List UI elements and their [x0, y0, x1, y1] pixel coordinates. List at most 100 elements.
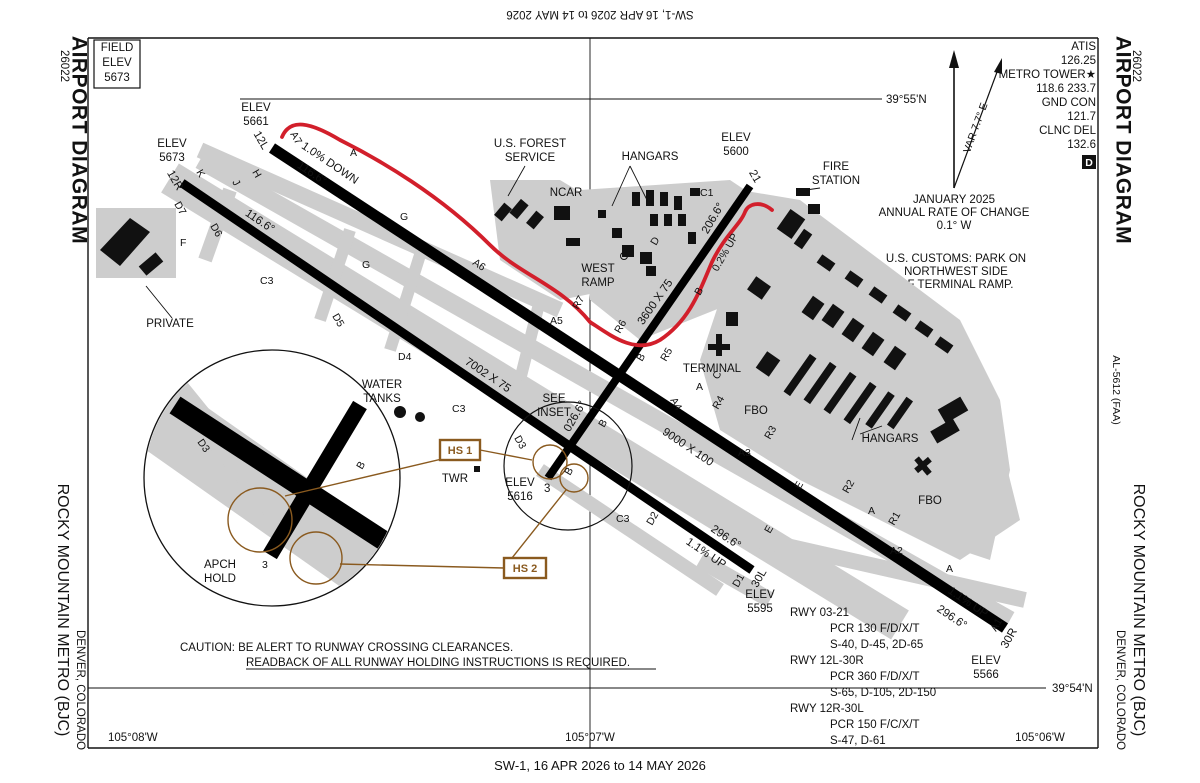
taxiway-r2: R2: [840, 478, 857, 496]
hangar-row: [823, 371, 857, 415]
variation-date: JANUARY 2025: [913, 194, 995, 206]
pcr-table: RWY 03-21 PCR 130 F/D/X/T S-40, D-45, 2D…: [790, 607, 936, 747]
hangar: [914, 320, 934, 338]
pcr-r1-a: PCR 130 F/D/X/T: [830, 623, 919, 635]
taxiway-d2: D2: [644, 510, 661, 528]
faa-id: AL-5612 (FAA): [1110, 355, 1122, 424]
hangar-row: [865, 391, 895, 429]
left-chart-number: 26022: [58, 50, 70, 82]
pcr-r2-b: S-65, D-105, 2D-150: [830, 687, 936, 699]
caution-line1: CAUTION: BE ALERT TO RUNWAY CROSSING CLE…: [180, 642, 513, 654]
variation-label: VAR 7.7° E: [961, 101, 990, 154]
hangar: [934, 336, 954, 354]
hangar: [674, 196, 682, 210]
fire-station: [796, 188, 810, 196]
taxiway-r5: R5: [658, 346, 675, 364]
customs-line2: NORTHWEST SIDE: [904, 266, 1008, 278]
taxiway-d7: D7: [171, 200, 188, 218]
left-location: DENVER, COLORADO: [74, 630, 86, 750]
taxiway-labels: A7 A J H K D7 D6 F C3 D5 D4 G G A6 A5 R7…: [171, 130, 1005, 634]
hot-spot-2-text: HS 2: [513, 563, 537, 575]
taxiway-a-3: A: [868, 505, 875, 517]
west-ramp-line2: RAMP: [581, 277, 615, 289]
elev-5566-value: 5566: [973, 669, 999, 681]
water-tanks-line1: WATER: [362, 379, 402, 391]
map-labels: ELEV 5661 ELEV 5673 ELEV 5600 U.S. FORES…: [146, 102, 1001, 681]
taxiway-d-2: C3: [452, 403, 466, 415]
clnc-label: CLNC DEL: [1039, 125, 1096, 137]
field-elev-line2: ELEV: [102, 57, 132, 69]
class-d-badge-text: D: [1085, 157, 1093, 169]
lat-bottom: 39°54'N: [1052, 683, 1093, 695]
ncar-building: [554, 206, 570, 220]
pcr-r1-title: RWY 03-21: [790, 607, 849, 619]
taxiway-b-3: B: [562, 465, 576, 477]
taxiway-g-1: G: [362, 259, 370, 271]
pcr-r2-title: RWY 12L-30R: [790, 655, 864, 667]
fire-station-line2: STATION: [812, 175, 860, 187]
apch-hold-line2: HOLD: [204, 573, 236, 585]
hangar: [646, 266, 656, 276]
clnc-freq: 132.6: [1067, 139, 1096, 151]
private-hangar: [100, 218, 150, 266]
variation-rate: 0.1° W: [937, 220, 972, 232]
inset-detail: D3 B 3 APCH HOLD: [143, 349, 401, 607]
usfs-building: [509, 198, 529, 220]
caution-line2: READBACK OF ALL RUNWAY HOLDING INSTRUCTI…: [246, 657, 630, 669]
taxiway-f: F: [180, 237, 186, 249]
taxiway-r3: R3: [762, 424, 779, 442]
hangar: [598, 210, 606, 218]
hangar-row: [803, 361, 837, 405]
hangar: [801, 295, 825, 321]
taxiway-d-3: C3: [616, 513, 630, 525]
atis-label: ATIS: [1071, 41, 1096, 53]
hangar: [816, 254, 836, 272]
elev-5595-label: ELEV: [745, 589, 775, 601]
ncar-annex: [566, 238, 580, 246]
left-airport-name: ROCKY MOUNTAIN METRO (BJC): [54, 484, 71, 737]
see-inset-line1: SEE: [542, 393, 565, 405]
forest-service-line1: U.S. FOREST: [494, 138, 566, 150]
taxiway-d1: D1: [730, 572, 747, 590]
hot-spot-1-text: HS 1: [448, 445, 472, 457]
taxiway-a7: A7: [287, 130, 304, 147]
left-title: AIRPORT DIAGRAM: [67, 36, 90, 244]
runway-end-21: 21: [746, 168, 763, 185]
hangar: [930, 418, 960, 444]
taxiway-r6: R6: [612, 318, 629, 336]
chart-frame: [87, 37, 1099, 749]
taxiway-a-4: A: [946, 563, 953, 575]
water-tanks-line2: TANKS: [363, 393, 401, 405]
pcr-r2-a: PCR 360 F/D/X/T: [830, 671, 919, 683]
twr-label: TWR: [442, 473, 468, 485]
field-elevation-box: FIELD ELEV 5673: [93, 39, 141, 89]
hangar: [841, 317, 865, 343]
atis-freq: 126.25: [1061, 55, 1096, 67]
usfs-building: [526, 210, 544, 230]
taxiway-a: A: [350, 147, 357, 159]
true-north-icon: [949, 50, 959, 68]
elev-5673-value: 5673: [159, 152, 185, 164]
hangar: [747, 276, 771, 300]
taxiway-r1: R1: [886, 510, 903, 528]
hangar: [690, 188, 700, 196]
inset-runway-3: 3: [262, 559, 268, 571]
magnetic-north-icon: [994, 58, 1002, 74]
hangars-bottom-label: HANGARS: [862, 433, 919, 445]
gnd-freq: 121.7: [1067, 111, 1096, 123]
hangar: [664, 214, 672, 226]
taxiway-a3: A3: [738, 447, 751, 459]
hangar: [646, 190, 654, 206]
pcr-r1-b: S-40, D-45, 2D-65: [830, 639, 923, 651]
elev-5600-value: 5600: [723, 146, 749, 158]
taxiway-a2: A2: [890, 545, 903, 557]
terminal-label: TERMINAL: [683, 363, 742, 375]
right-chart-number: 26022: [1130, 50, 1142, 82]
lon-left: 105°08'W: [108, 732, 158, 744]
customs-line3: OF TERMINAL RAMP.: [899, 279, 1014, 291]
frequency-block: ATIS 126.25 METRO TOWER★ 118.6 233.7 GND…: [999, 41, 1097, 169]
buildings: [100, 188, 969, 476]
hangar: [844, 270, 864, 288]
field-elev-value: 5673: [104, 72, 130, 84]
